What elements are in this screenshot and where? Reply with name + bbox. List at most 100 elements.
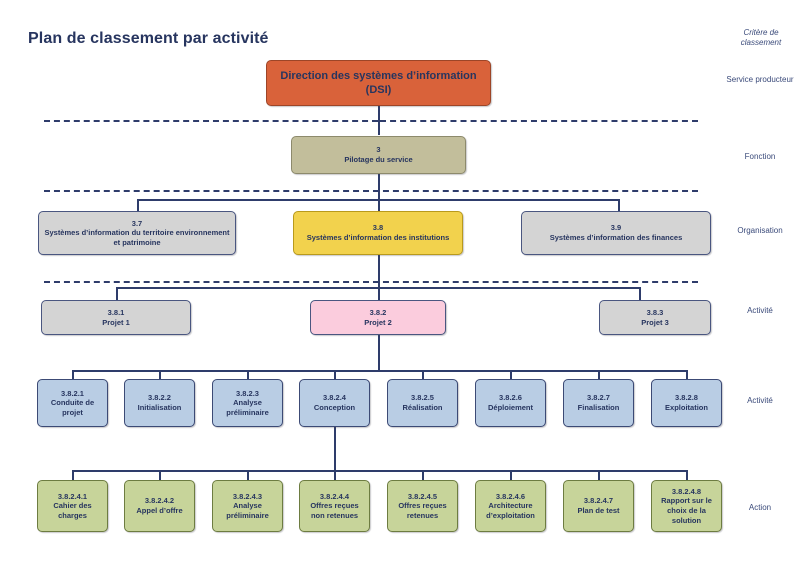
node-3826-deploiement[interactable]: 3.8.2.6 Déploiement	[475, 379, 546, 427]
node-39-systemes-information-finances[interactable]: 3.9 Systèmes d’information des finances	[521, 211, 711, 255]
node-code: 3.8	[372, 223, 384, 233]
node-code: 3.8.2.4	[323, 393, 346, 403]
node-38248-rapport-choix-solution[interactable]: 3.8.2.4.8 Rapport sur le choix de la sol…	[651, 480, 722, 532]
node-37-systemes-information-territoire[interactable]: 3.7 Systèmes d’information du territoire…	[38, 211, 236, 255]
node-code: 3.8.2.8	[675, 393, 698, 403]
connector-action-bus	[72, 470, 686, 472]
connector-action-drop-4	[334, 470, 336, 481]
connector-sous-activite-drop-2	[159, 370, 161, 380]
node-38241-cahier-des-charges[interactable]: 3.8.2.4.1 Cahier des charges	[37, 480, 108, 532]
node-38243-analyse-preliminaire[interactable]: 3.8.2.4.3 Analyse préliminaire	[212, 480, 283, 532]
node-382-projet-2[interactable]: 3.8.2 Projet 2	[310, 300, 446, 335]
node-3821-conduite-de-projet[interactable]: 3.8.2.1 Conduite de projet	[37, 379, 108, 427]
node-3823-analyse-preliminaire[interactable]: 3.8.2.3 Analyse préliminaire	[212, 379, 283, 427]
node-code: 3	[376, 145, 381, 155]
node-code: 3.8.2.1	[61, 388, 84, 398]
node-name: Conduite de projet	[50, 398, 95, 417]
node-code: 3.8.2.3	[236, 388, 259, 398]
criteria-column-header: Critère de classement	[740, 28, 782, 48]
connector-activite-drop-2	[378, 287, 380, 301]
connector-action-drop-6	[510, 470, 512, 481]
connector-action-drop-7	[598, 470, 600, 481]
node-3827-finalisation[interactable]: 3.8.2.7 Finalisation	[563, 379, 634, 427]
node-381-projet-1[interactable]: 3.8.1 Projet 1	[41, 300, 191, 335]
node-name: Finalisation	[577, 403, 620, 412]
node-name: Cahier des charges	[53, 501, 92, 520]
connector-organisation-drop-3	[618, 199, 620, 212]
node-name: Déploiement	[487, 403, 533, 412]
node-3828-exploitation[interactable]: 3.8.2.8 Exploitation	[651, 379, 722, 427]
connector-3824-down	[334, 426, 336, 471]
criteria-label-activite: Activité	[747, 306, 773, 315]
separator-dashed-3	[44, 281, 698, 283]
criteria-label-organisation: Organisation	[737, 226, 783, 235]
criteria-label-fonction: Fonction	[744, 152, 776, 161]
connector-382-down	[378, 334, 380, 371]
connector-sous-activite-drop-7	[598, 370, 600, 380]
node-code: 3.8.2.4.6	[495, 491, 526, 501]
node-code: 3.8.2.4.1	[57, 491, 88, 501]
node-code: 3.8.2.2	[148, 393, 171, 403]
node-38246-architecture-d-exploitation[interactable]: 3.8.2.4.6 Architecture d’exploitation	[475, 480, 546, 532]
connector-action-drop-8	[686, 470, 688, 481]
node-code: 3.8.2.5	[411, 393, 434, 403]
connector-action-drop-2	[159, 470, 161, 481]
node-name: Pilotage du service	[344, 155, 413, 164]
node-3824-conception[interactable]: 3.8.2.4 Conception	[299, 379, 370, 427]
separator-dashed-2	[44, 190, 698, 192]
node-3822-initialisation[interactable]: 3.8.2.2 Initialisation	[124, 379, 195, 427]
node-3-pilotage-du-service[interactable]: 3 Pilotage du service	[291, 136, 466, 174]
node-name: Exploitation	[665, 403, 708, 412]
connector-action-drop-5	[422, 470, 424, 481]
connector-sous-activite-drop-8	[686, 370, 688, 380]
separator-dashed-1-left	[44, 120, 378, 122]
node-name: Projet 1	[102, 317, 130, 327]
node-code: 3.9	[610, 223, 622, 233]
node-direction-systemes-information[interactable]: Direction des systèmes d’information (DS…	[266, 60, 491, 106]
node-code: 3.8.2	[369, 307, 387, 317]
node-383-projet-3[interactable]: 3.8.3 Projet 3	[599, 300, 711, 335]
node-38245-offres-recues-retenues[interactable]: 3.8.2.4.5 Offres reçues retenues	[387, 480, 458, 532]
node-code: 3.8.2.4.8	[671, 486, 702, 496]
criteria-label-service-producteur: Service producteur	[726, 75, 794, 84]
connector-organisation-drop-2	[378, 199, 380, 212]
node-code: 3.8.3	[646, 307, 664, 317]
connector-sous-activite-drop-1	[72, 370, 74, 380]
node-code: 3.8.2.4.2	[144, 496, 175, 506]
node-38-systemes-information-institutions[interactable]: 3.8 Systèmes d’information des instituti…	[293, 211, 463, 255]
node-code: 3.8.2.7	[587, 393, 610, 403]
node-code: 3.8.2.4.7	[583, 496, 614, 506]
node-name: Systèmes d’information des finances	[549, 233, 683, 242]
criteria-label-action: Action	[748, 503, 772, 512]
connector-action-drop-1	[72, 470, 74, 481]
node-code: 3.8.2.4.3	[232, 491, 263, 501]
node-code: 3.7	[131, 218, 143, 228]
connector-activite-drop-1	[116, 287, 118, 301]
node-name: Systèmes d’information du territoire env…	[44, 228, 230, 247]
connector-activite-drop-3	[639, 287, 641, 301]
node-name: Offres reçues retenues	[398, 501, 447, 520]
node-name: Rapport sur le choix de la solution	[661, 496, 712, 525]
node-code: 3.8.2.4.4	[319, 491, 350, 501]
node-code: 3.8.2.4.5	[407, 491, 438, 501]
page-title: Plan de classement par activité	[28, 30, 269, 47]
node-38242-appel-d-offre[interactable]: 3.8.2.4.2 Appel d’offre	[124, 480, 195, 532]
node-name: Plan de test	[577, 506, 620, 515]
node-38244-offres-recues-non-retenues[interactable]: 3.8.2.4.4 Offres reçues non retenues	[299, 480, 370, 532]
connector-organisation-drop-1	[137, 199, 139, 212]
node-name: Conception	[313, 403, 356, 412]
node-code: 3.8.2.6	[499, 393, 522, 403]
node-name: Appel d’offre	[136, 506, 183, 515]
node-38247-plan-de-test[interactable]: 3.8.2.4.7 Plan de test	[563, 480, 634, 532]
node-3825-realisation[interactable]: 3.8.2.5 Réalisation	[387, 379, 458, 427]
node-name: Direction des systèmes d’information (DS…	[280, 69, 477, 96]
node-name: Analyse préliminaire	[226, 398, 269, 417]
connector-fonction-down	[378, 173, 380, 200]
node-name: Architecture d’exploitation	[486, 501, 535, 520]
node-code: 3.8.1	[107, 307, 125, 317]
connector-sous-activite-drop-5	[422, 370, 424, 380]
node-name: Projet 3	[641, 317, 669, 327]
connector-sous-activite-drop-6	[510, 370, 512, 380]
node-name: Analyse préliminaire	[226, 501, 269, 520]
criteria-label-sous-activite: Activité	[747, 396, 773, 405]
